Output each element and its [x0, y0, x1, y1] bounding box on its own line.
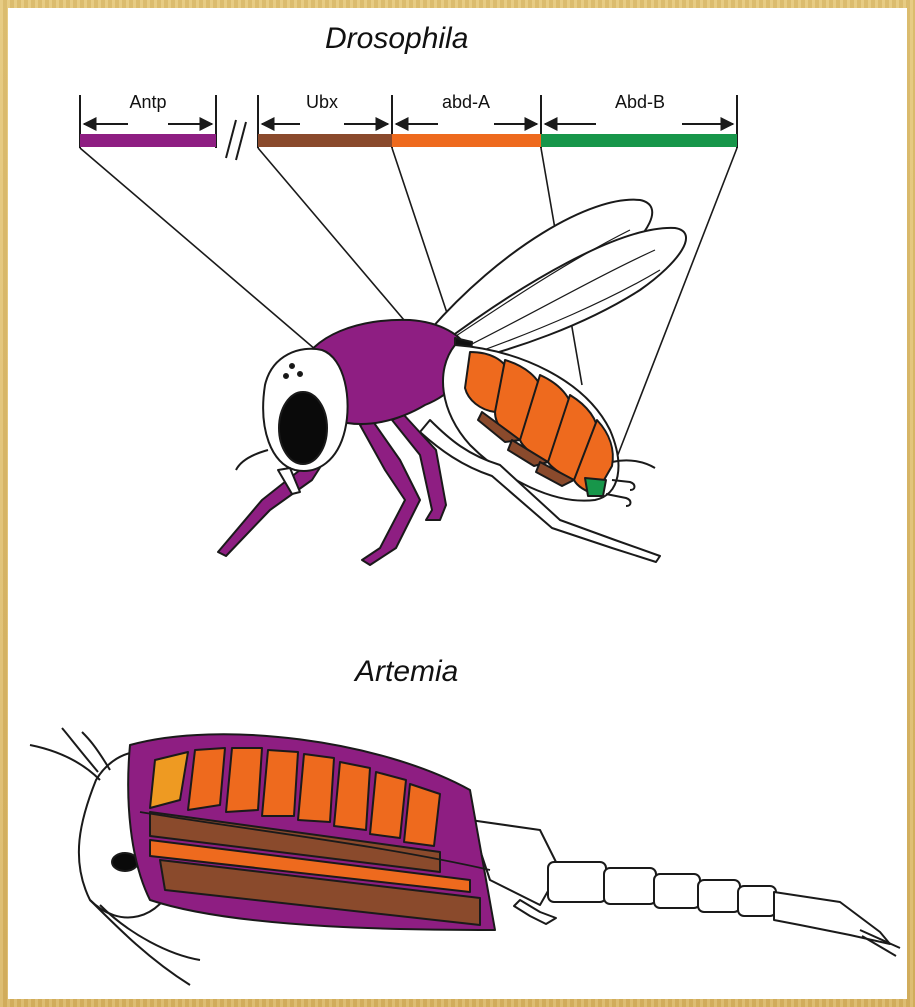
drosophila-fly	[218, 200, 686, 565]
gene-label-antp: Antp	[129, 92, 166, 113]
title-drosophila: Drosophila	[325, 22, 468, 56]
fly-abdomen	[443, 345, 618, 501]
abd-b-bar	[541, 134, 737, 147]
gene-label-abd-a: abd-A	[442, 92, 490, 113]
map-break-mark	[226, 120, 246, 160]
gene-label-abd-b: Abd-B	[615, 92, 665, 113]
abd-a-bar	[392, 134, 541, 147]
artemia-body	[30, 728, 900, 985]
antp-bar	[80, 134, 216, 147]
artemia-tail	[470, 820, 900, 956]
ubx-bar	[258, 134, 392, 147]
fly-head	[236, 349, 348, 494]
fly-compound-eye	[279, 392, 327, 464]
title-artemia: Artemia	[355, 655, 458, 689]
gene-label-ubx: Ubx	[306, 92, 338, 113]
artemia-trunk	[128, 734, 495, 930]
